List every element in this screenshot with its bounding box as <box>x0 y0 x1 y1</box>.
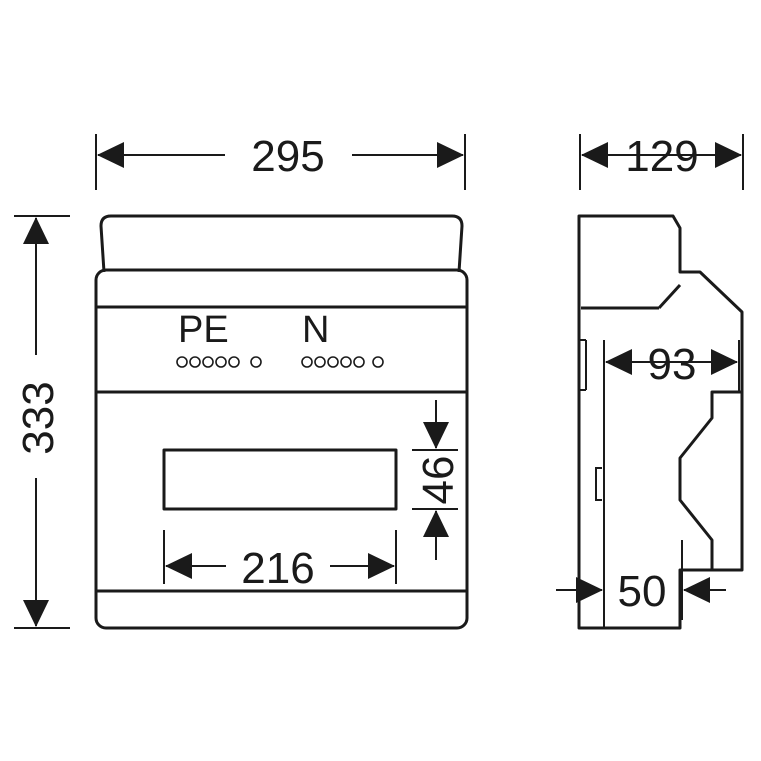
arrow-down <box>23 600 49 627</box>
terminal-circle <box>202 356 214 368</box>
terminal-circle <box>301 356 313 368</box>
side-view <box>577 214 744 630</box>
arrow-right <box>368 553 395 579</box>
terminal-circle <box>340 356 352 368</box>
n-label: N <box>302 309 329 351</box>
dimension-window-width: 216 <box>163 530 397 593</box>
width-value: 295 <box>251 132 324 181</box>
terminal-circle <box>176 356 188 368</box>
arrow-right <box>576 577 603 603</box>
terminal-circle <box>314 356 326 368</box>
front-view: PE N <box>94 214 469 630</box>
inner-depth-value: 93 <box>648 340 697 389</box>
terminal-circle <box>215 356 227 368</box>
rail-depth-value: 50 <box>618 567 667 616</box>
arrow-left <box>683 577 710 603</box>
terminal-circle <box>250 356 262 368</box>
arrow-left <box>581 142 608 168</box>
pe-label: PE <box>178 309 229 351</box>
side-profile <box>577 214 744 630</box>
pe-terminals <box>176 356 262 368</box>
arrow-right <box>715 142 742 168</box>
height-value: 333 <box>14 381 63 454</box>
terminal-circle <box>353 356 365 368</box>
front-lid <box>99 214 464 273</box>
terminal-circle <box>189 356 201 368</box>
arrow-right <box>437 142 464 168</box>
arrow-up <box>423 510 449 537</box>
dimension-rail-depth: 50 <box>556 540 726 620</box>
n-terminals <box>301 356 384 368</box>
dimension-depth: 129 <box>579 132 744 190</box>
viewing-window <box>162 448 398 511</box>
dimension-height: 333 <box>14 215 70 629</box>
arrow-left <box>165 553 192 579</box>
arrow-up <box>23 217 49 244</box>
window-height-value: 46 <box>414 456 463 505</box>
terminal-circle <box>228 356 240 368</box>
window-width-value: 216 <box>241 544 314 593</box>
side-lid-slope <box>657 283 682 310</box>
arrow-left <box>97 142 124 168</box>
arrow-left <box>605 349 632 375</box>
terminal-circle <box>327 356 339 368</box>
front-body <box>94 268 469 630</box>
arrow-down <box>423 422 449 449</box>
dimension-width: 295 <box>95 132 466 190</box>
terminal-circle <box>372 356 384 368</box>
side-inner-rail <box>678 390 742 570</box>
depth-value: 129 <box>625 132 698 181</box>
arrow-right <box>711 349 738 375</box>
side-rail-clip <box>595 467 602 501</box>
dimension-inner-depth: 93 <box>603 340 740 628</box>
dimension-window-height: 46 <box>412 400 463 560</box>
